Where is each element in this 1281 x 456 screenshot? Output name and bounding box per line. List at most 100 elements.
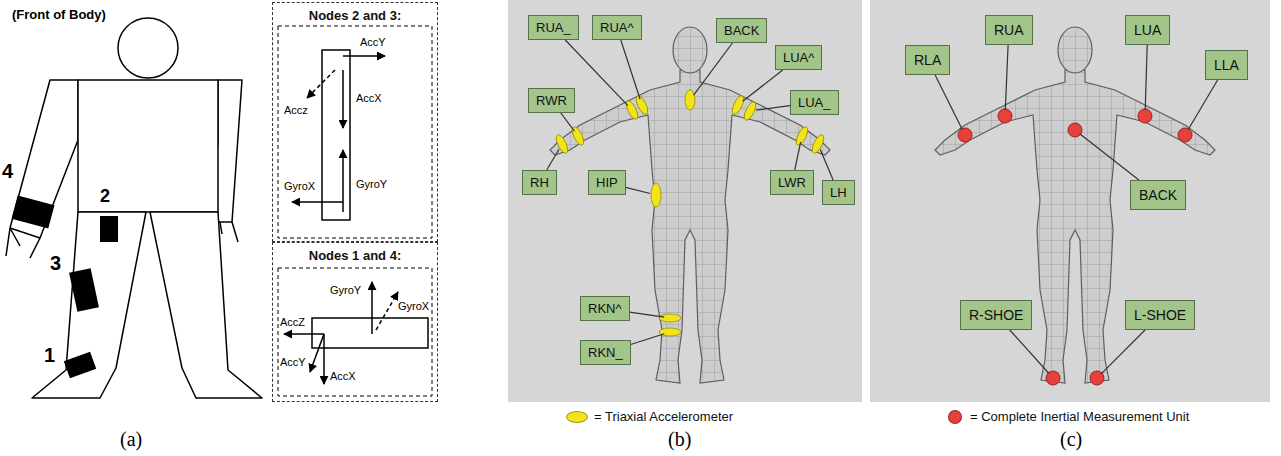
axis-arrow — [376, 292, 398, 330]
sensor-name: LLA — [1214, 57, 1239, 73]
axis-label: AccX — [330, 370, 356, 383]
panel-heading: Nodes 2 and 3: — [309, 8, 401, 23]
leader-line — [795, 142, 801, 170]
axis-arrow — [323, 334, 325, 384]
stick-figure — [6, 18, 262, 398]
drawing-part — [673, 27, 707, 73]
drawing-part — [550, 70, 830, 383]
drawing-part — [935, 70, 1215, 383]
sensor-label-box: BACK — [716, 18, 767, 43]
leader-line — [1080, 134, 1139, 180]
drawing-part — [554, 133, 570, 154]
drawing-part — [1178, 128, 1192, 142]
sensor-label-box: LH — [822, 180, 855, 205]
sensor-name: RUA_ — [536, 20, 571, 35]
axis-arrow — [342, 70, 344, 128]
figure-torso — [78, 80, 218, 212]
panel-caption: (b) — [668, 428, 691, 451]
sensor-block — [100, 216, 118, 242]
sensor-label-box: RLA — [905, 45, 950, 75]
leader-line — [743, 70, 783, 101]
sensor-label-box: LWR — [770, 170, 814, 195]
dashed-panel: Nodes 2 and 3: — [272, 2, 438, 242]
drawing-part — [659, 314, 681, 322]
accelerometer-markers — [554, 90, 826, 336]
leader-line — [631, 334, 665, 345]
drawing-part — [742, 100, 758, 121]
drawing-part — [794, 125, 810, 146]
drawing-part — [958, 128, 972, 142]
axis-label: AccZ — [280, 316, 305, 329]
drawing-part — [651, 183, 661, 207]
sensor-name: BACK — [724, 23, 759, 38]
panel-background — [508, 0, 862, 402]
leader-line — [1010, 330, 1049, 374]
drawing-part — [1068, 123, 1082, 137]
axes-diagrams — [278, 26, 432, 396]
sensor-name: LUA^ — [783, 50, 814, 65]
sensor-name: HIP — [596, 175, 618, 190]
panel-background — [870, 0, 1270, 402]
inner-dashed-box — [278, 268, 432, 396]
figure-leg — [150, 212, 262, 398]
sensor-block — [64, 352, 96, 378]
sensor-name: RWR — [536, 93, 567, 108]
sensor-name: RUA^ — [600, 20, 634, 35]
leader-line — [621, 40, 640, 99]
sensor-label-box: RUA_ — [528, 15, 579, 40]
axis-arrow — [371, 282, 373, 334]
axis-label: GyroX — [398, 300, 429, 313]
leader-line — [756, 106, 790, 111]
callout-number: 2 — [100, 186, 110, 207]
drawing-part — [685, 90, 695, 110]
axis-arrow — [284, 333, 324, 335]
drawing-part — [634, 94, 650, 115]
sensor-name: RKN^ — [588, 301, 622, 316]
sensor-label-box: RUA^ — [592, 15, 642, 40]
leader-line — [630, 312, 665, 317]
sensor-label-box: R-SHOE — [960, 300, 1032, 330]
leader-line — [935, 75, 962, 130]
leader-line — [547, 149, 559, 170]
panel-heading: Nodes 1 and 4: — [309, 248, 401, 263]
device-outline — [322, 50, 350, 220]
leader-line — [561, 113, 575, 131]
callout-number: 3 — [50, 252, 61, 275]
axis-label: GyroY — [330, 284, 361, 297]
figure-arm — [10, 80, 78, 238]
sensor-name: LWR — [778, 175, 806, 190]
mesh-body — [935, 27, 1215, 383]
axis-label: Accz — [284, 104, 308, 117]
sensor-label-box: RWR — [528, 88, 575, 113]
axis-label: GyroY — [356, 178, 387, 191]
drawing-part — [730, 94, 746, 115]
figure-leg — [32, 212, 146, 398]
sensor-label-box: LLA — [1205, 50, 1248, 80]
sensor-name: RKN_ — [588, 345, 623, 360]
figure-caption-note: (Front of Body) — [12, 8, 106, 23]
legend-swatch — [566, 411, 588, 423]
sensor-name: RLA — [914, 52, 941, 68]
axis-label: AccY — [280, 356, 306, 369]
leader-line — [626, 187, 651, 193]
device-outline — [312, 318, 428, 348]
axis-label: AccX — [356, 92, 382, 105]
legend-text: = Triaxial Accelerometer — [594, 409, 733, 424]
leader-line — [1188, 80, 1218, 130]
sensor-label-box: RKN_ — [580, 340, 631, 365]
sensor-label-box: L-SHOE — [1125, 300, 1195, 330]
leader-line — [694, 43, 733, 95]
sensor-name: LUA — [1134, 22, 1161, 38]
drawing-part — [998, 109, 1012, 123]
leader-line — [1005, 45, 1008, 110]
mesh-body — [550, 27, 830, 383]
sensor-label-box: LUA — [1125, 15, 1170, 45]
leader-line — [820, 150, 833, 181]
sensor-block — [69, 268, 99, 312]
legend-swatch — [948, 410, 962, 424]
leader-line — [1145, 45, 1147, 110]
axis-label: AccY — [360, 36, 386, 49]
panel-caption: (c) — [1060, 428, 1082, 451]
